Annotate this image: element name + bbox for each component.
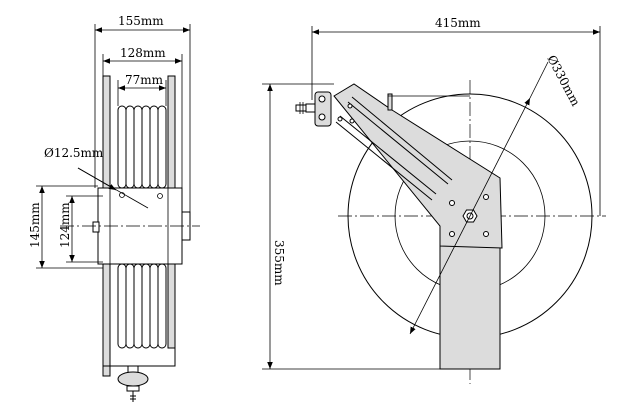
dim-reel-diameter: Ø330mm (544, 53, 583, 109)
dim-155: 155mm (94, 14, 191, 212)
hose-coils-bottom (117, 263, 167, 349)
side-flange-left-bottom (102, 263, 111, 377)
side-flange-right-bottom (167, 263, 176, 349)
side-flange-left-top (102, 75, 111, 189)
dim-77: 77mm (117, 73, 167, 106)
side-base-bracket (102, 348, 176, 376)
dim-mount-spacing: 124mm (58, 202, 72, 248)
dim-overall-width-side: 155mm (118, 14, 164, 28)
dim-128: 128mm (102, 46, 183, 188)
dim-124: 124mm (58, 195, 103, 263)
dim-hose-diameter-label: Ø12.5mm (44, 146, 104, 160)
side-hose-fitting (117, 366, 149, 402)
front-view: 415mm 355mm Ø330mm (262, 16, 606, 384)
side-flange-right-top (167, 75, 176, 189)
dim-415: 415mm (311, 16, 601, 216)
dim-overall-width-front: 415mm (435, 16, 481, 30)
dim-hose-width: 77mm (125, 73, 164, 87)
dim-355: 355mm (262, 83, 440, 370)
hose-coils-top (117, 105, 167, 189)
dim-bracket-height: 145mm (28, 202, 42, 248)
side-view: 155mm 128mm 77mm Ø12.5mm 145mm (28, 14, 200, 402)
dim-145: 145mm (28, 185, 103, 269)
dim-overall-height: 355mm (272, 240, 286, 286)
dim-hose-diameter: Ø12.5mm (44, 146, 149, 209)
dim-drum-width: 128mm (120, 46, 166, 60)
inlet-swivel (295, 91, 332, 127)
side-inlet-stub (92, 221, 100, 233)
